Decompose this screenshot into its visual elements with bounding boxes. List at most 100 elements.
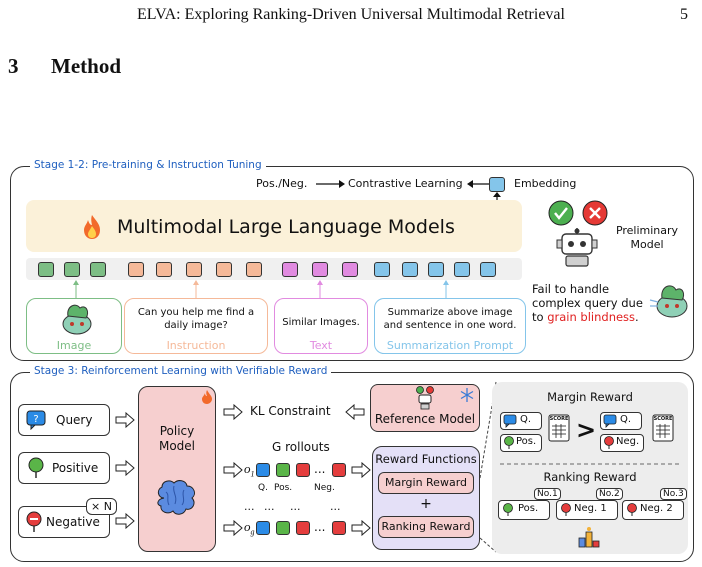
rolloutg-ellipsis: ... bbox=[314, 520, 326, 534]
negative-icon bbox=[627, 503, 637, 516]
ranking-reward-title: Ranking Reward bbox=[543, 470, 637, 484]
policy-model-box bbox=[138, 386, 216, 552]
summary-caption: Summarization Prompt bbox=[386, 339, 514, 352]
negative-label: Negative bbox=[46, 515, 100, 529]
rollout-dots-1: ... bbox=[244, 500, 255, 513]
rolloutg-q bbox=[256, 521, 270, 535]
token-instr-2 bbox=[156, 262, 172, 277]
times-n-badge: × N bbox=[86, 498, 117, 515]
embedding-label: Embedding bbox=[514, 177, 577, 190]
mllm-title: Multimodal Large Language Models bbox=[117, 216, 455, 238]
rank-chip-neg2 bbox=[622, 500, 684, 520]
og-label: og bbox=[244, 519, 255, 537]
fail-text: Fail to handle complex query due to grai… bbox=[532, 282, 652, 324]
token-instr-3 bbox=[186, 262, 202, 277]
section-heading: 3 Method bbox=[8, 54, 121, 79]
rollout1-pos bbox=[276, 463, 290, 477]
text-input-box bbox=[274, 298, 368, 354]
query-icon bbox=[503, 414, 517, 428]
embedding-square bbox=[489, 177, 505, 192]
summary-text: Summarize above image and sentence in on… bbox=[383, 307, 517, 331]
rollout-label-neg: Neg. bbox=[314, 483, 335, 493]
rollout1-neg bbox=[296, 463, 310, 477]
rollout-dots-2: ... bbox=[264, 500, 275, 513]
cross-icon bbox=[582, 200, 608, 226]
score-label-left: SCORE bbox=[549, 416, 569, 422]
section-title: Method bbox=[51, 54, 121, 78]
grain-blindness-highlight: grain blindness bbox=[547, 310, 636, 324]
text-body: Similar Images. bbox=[282, 317, 360, 328]
o1-sub: 1 bbox=[250, 469, 255, 479]
arrow-left bbox=[467, 180, 490, 188]
rollout-dots-3: ... bbox=[290, 500, 301, 513]
rollout1-ellipsis: ... bbox=[314, 462, 326, 476]
positive-icon bbox=[503, 503, 513, 516]
hollow-arrows-left bbox=[115, 411, 135, 530]
robot-icon bbox=[416, 386, 434, 410]
token-sum-2 bbox=[402, 262, 418, 277]
fail-line-3-prefix: to bbox=[532, 310, 548, 324]
fail-line-2: complex query due bbox=[532, 296, 643, 310]
dashed-divider bbox=[500, 463, 682, 465]
negative-icon bbox=[26, 511, 42, 532]
query-label: Query bbox=[56, 413, 93, 427]
positive-label: Positive bbox=[52, 461, 99, 475]
query-icon: ? bbox=[26, 410, 46, 430]
margin-reward-title: Margin Reward bbox=[547, 390, 633, 404]
token-image-3 bbox=[90, 262, 106, 277]
preliminary-model-label: Preliminary Model bbox=[615, 224, 679, 251]
greater-than: > bbox=[576, 416, 597, 444]
plus-sign: + bbox=[420, 496, 432, 512]
rolloutg-neg-last bbox=[332, 521, 346, 535]
pokemon-icon bbox=[62, 304, 92, 335]
text-caption: Text bbox=[309, 339, 333, 352]
rollout1-neg-last bbox=[332, 463, 346, 477]
o1-letter: o bbox=[244, 461, 251, 476]
svg-text:?: ? bbox=[33, 414, 38, 425]
score-label-right: SCORE bbox=[653, 416, 673, 422]
snowflake-icon bbox=[460, 388, 474, 402]
hollow-arrow-o1 bbox=[223, 462, 243, 478]
margin-reward-button: Margin Reward bbox=[378, 472, 474, 494]
rollout1-q bbox=[256, 463, 270, 477]
reward-functions-label: Reward Functions bbox=[375, 452, 477, 466]
token-instr-4 bbox=[216, 262, 232, 277]
rollout-label-q: Q. bbox=[258, 483, 268, 493]
pokemon-icon bbox=[649, 285, 688, 318]
token-sum-1 bbox=[374, 262, 390, 277]
token-instr-5 bbox=[246, 262, 262, 277]
hollow-arrow-og-out bbox=[351, 520, 371, 536]
rank-tag-1: No.1 bbox=[534, 488, 561, 500]
section-number: 3 bbox=[8, 54, 19, 78]
input-arrows bbox=[73, 280, 449, 300]
token-sum-4 bbox=[454, 262, 470, 277]
rolloutg-neg bbox=[296, 521, 310, 535]
fail-suffix: . bbox=[635, 310, 639, 324]
pos-neg-label: Pos./Neg. bbox=[256, 177, 308, 190]
margin-q2-label: Q. bbox=[620, 414, 632, 425]
rollout-label-pos: Pos. bbox=[274, 483, 293, 493]
query-icon bbox=[603, 414, 617, 428]
reference-model-label: Reference Model bbox=[374, 412, 476, 426]
o1-label: o1 bbox=[244, 461, 255, 479]
og-sub: g bbox=[250, 527, 255, 537]
page-number: 5 bbox=[680, 6, 688, 23]
rank-chip-neg1 bbox=[556, 500, 618, 520]
score-board-icon bbox=[652, 414, 674, 442]
positive-icon bbox=[28, 457, 44, 478]
token-image-1 bbox=[38, 262, 54, 277]
kl-constraint-label: KL Constraint bbox=[250, 404, 331, 418]
hollow-arrow-o1-out bbox=[351, 462, 371, 478]
image-caption: Image bbox=[56, 339, 92, 352]
negative-icon bbox=[604, 436, 614, 449]
stage3-label: Stage 3: Reinforcement Learning with Ver… bbox=[30, 365, 332, 377]
token-strip bbox=[26, 258, 522, 280]
g-rollouts-label: G rollouts bbox=[272, 440, 330, 454]
margin-q-label: Q. bbox=[520, 414, 532, 425]
margin-neg-label: Neg. bbox=[616, 436, 640, 447]
mllm-block bbox=[26, 200, 522, 252]
ranking-reward-button: Ranking Reward bbox=[378, 516, 474, 538]
hollow-arrow-ref bbox=[345, 404, 365, 420]
arrow-right bbox=[316, 180, 345, 188]
token-text-3 bbox=[342, 262, 358, 277]
